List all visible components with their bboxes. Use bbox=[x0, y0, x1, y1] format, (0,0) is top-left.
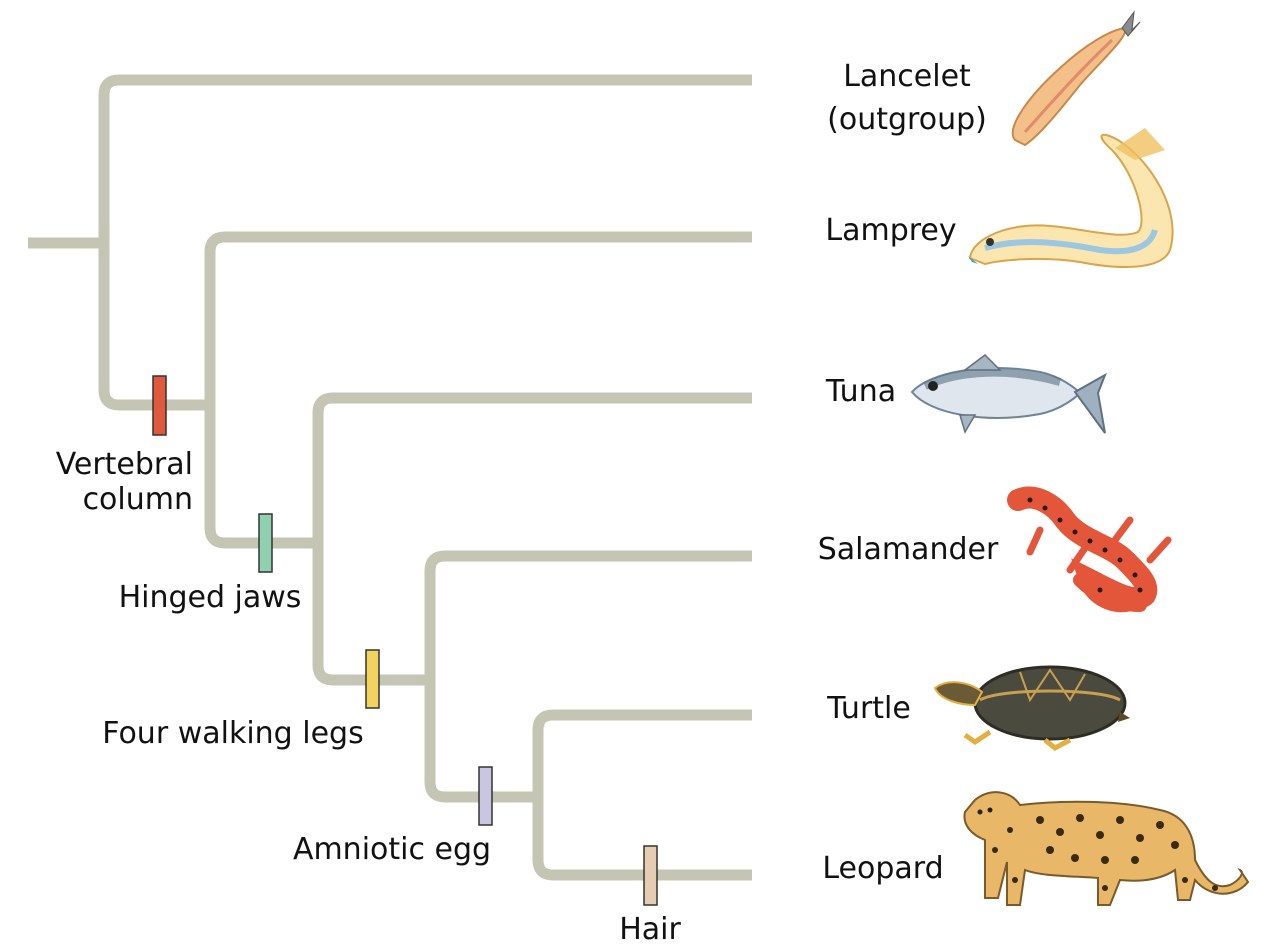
branch-lancelet bbox=[104, 80, 752, 243]
label-lancelet-line2: (outgroup) bbox=[827, 102, 987, 137]
branch-tuna bbox=[318, 398, 752, 543]
marker-amniotic-egg bbox=[479, 767, 492, 825]
label-four-walking-legs: Four walking legs bbox=[102, 716, 363, 751]
branch-salamander bbox=[430, 556, 752, 680]
label-turtle: Turtle bbox=[826, 691, 911, 726]
label-hinged-jaws: Hinged jaws bbox=[119, 580, 302, 615]
marker-four-walking-legs bbox=[366, 650, 379, 708]
label-amniotic-egg: Amniotic egg bbox=[293, 832, 491, 867]
leopard-illustration bbox=[964, 792, 1248, 905]
label-salamander: Salamander bbox=[818, 532, 999, 567]
label-lamprey: Lamprey bbox=[825, 213, 956, 248]
marker-vertebral-column bbox=[153, 376, 166, 435]
turtle-illustration bbox=[935, 667, 1130, 748]
label-tuna: Tuna bbox=[825, 374, 896, 409]
label-lancelet-line1: Lancelet bbox=[843, 59, 971, 94]
label-vertebral-line1: Vertebral bbox=[56, 447, 193, 482]
character-markers bbox=[153, 376, 657, 905]
lancelet-illustration bbox=[1013, 12, 1140, 145]
marker-hinged-jaws bbox=[259, 514, 272, 572]
label-leopard: Leopard bbox=[822, 851, 943, 886]
tuna-illustration bbox=[912, 355, 1105, 433]
label-hair: Hair bbox=[619, 912, 681, 945]
marker-hair bbox=[644, 846, 657, 905]
label-vertebral-line2: column bbox=[83, 482, 193, 517]
branch-lamprey bbox=[210, 237, 752, 405]
salamander-illustration bbox=[1018, 498, 1168, 606]
lamprey-illustration bbox=[968, 128, 1173, 267]
taxon-labels: Lancelet (outgroup) Lamprey Tuna Salaman… bbox=[818, 59, 999, 886]
branch-turtle bbox=[538, 715, 752, 797]
